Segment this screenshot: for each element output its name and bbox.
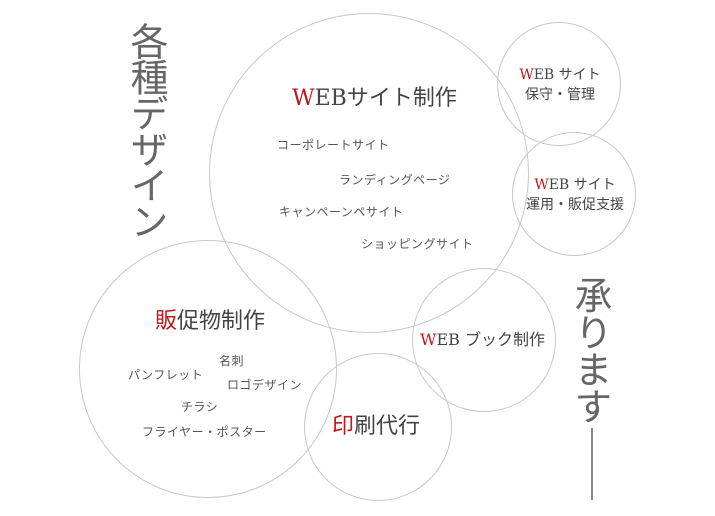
- right-vertical-heading: 承ります: [568, 276, 612, 424]
- web-site-title-accent: W: [292, 86, 315, 111]
- web-book-circle: [412, 268, 556, 412]
- web-maintenance-line1: EB サイト: [533, 67, 601, 83]
- right-vertical-rule: [591, 428, 593, 500]
- web-operation-line1: EB サイト: [548, 177, 616, 193]
- printing-circle: [304, 353, 452, 501]
- web-operation-label: WEB サイト 運用・販促支援: [522, 175, 628, 215]
- sales-promo-title-rest: 促物制作: [177, 309, 266, 334]
- web-maintenance-label: WEB サイト 保守・管理: [510, 65, 610, 105]
- printing-title: 印刷代行: [332, 412, 420, 442]
- sales-promo-item-flyer: チラシ: [181, 400, 219, 414]
- web-operation-accent: W: [534, 177, 549, 193]
- web-site-title-rest: EBサイト制作: [314, 86, 457, 111]
- web-site-item-campaign: キャンペーンペサイト: [279, 205, 404, 219]
- web-maintenance-accent: W: [519, 67, 534, 83]
- web-site-item-shopping: ショッピングサイト: [361, 237, 474, 251]
- web-book-title: WEB ブック制作: [420, 329, 545, 351]
- printing-title-rest: 刷代行: [354, 414, 421, 439]
- sales-promo-item-pamphlet: パンフレット: [128, 368, 204, 382]
- sales-promo-item-logo: ロゴデザイン: [227, 378, 303, 392]
- web-site-item-corporate: コーポレートサイト: [277, 138, 390, 152]
- sales-promo-item-business-card: 名刺: [219, 354, 245, 368]
- web-maintenance-line2: 保守・管理: [525, 87, 595, 103]
- web-site-title: WEBサイト制作: [292, 84, 457, 114]
- sales-promo-title-accent: 販: [155, 309, 178, 334]
- web-operation-circle: [512, 132, 636, 256]
- web-book-title-accent: W: [420, 330, 437, 349]
- printing-title-accent: 印: [332, 414, 355, 439]
- web-operation-line2: 運用・販促支援: [526, 197, 624, 213]
- web-book-title-rest: EB ブック制作: [436, 330, 545, 349]
- sales-promo-title: 販促物制作: [155, 307, 265, 337]
- sales-promo-circle: [79, 240, 337, 498]
- left-vertical-heading: 各種デザイン: [124, 22, 168, 238]
- web-site-item-landing: ランディングページ: [339, 173, 451, 187]
- sales-promo-item-poster: フライヤー・ポスター: [142, 425, 267, 439]
